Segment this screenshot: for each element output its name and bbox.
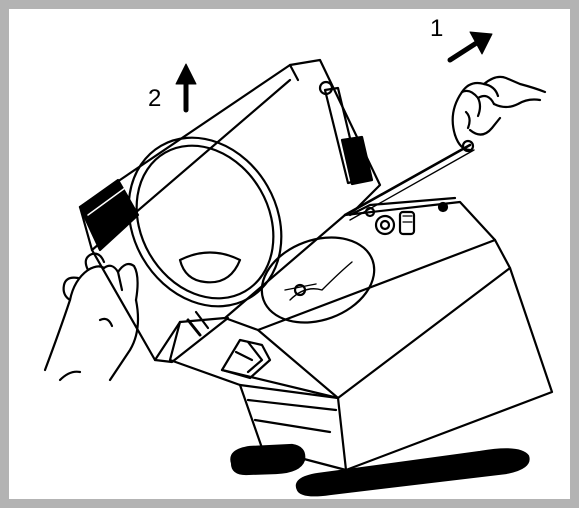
lid-window (99, 110, 312, 334)
slicer-diagram: 1 2 (9, 9, 570, 499)
step-2-label: 2 (148, 85, 161, 112)
left-hand (45, 254, 138, 380)
control-knobs (366, 208, 414, 234)
step-2-arrow (176, 64, 196, 110)
step-1-arrow (450, 32, 492, 60)
machine-base (240, 268, 552, 470)
right-hand (453, 77, 545, 150)
step-1-label: 1 (430, 15, 443, 42)
front-latch (222, 340, 270, 378)
figure-panel: 1 2 (9, 9, 570, 499)
